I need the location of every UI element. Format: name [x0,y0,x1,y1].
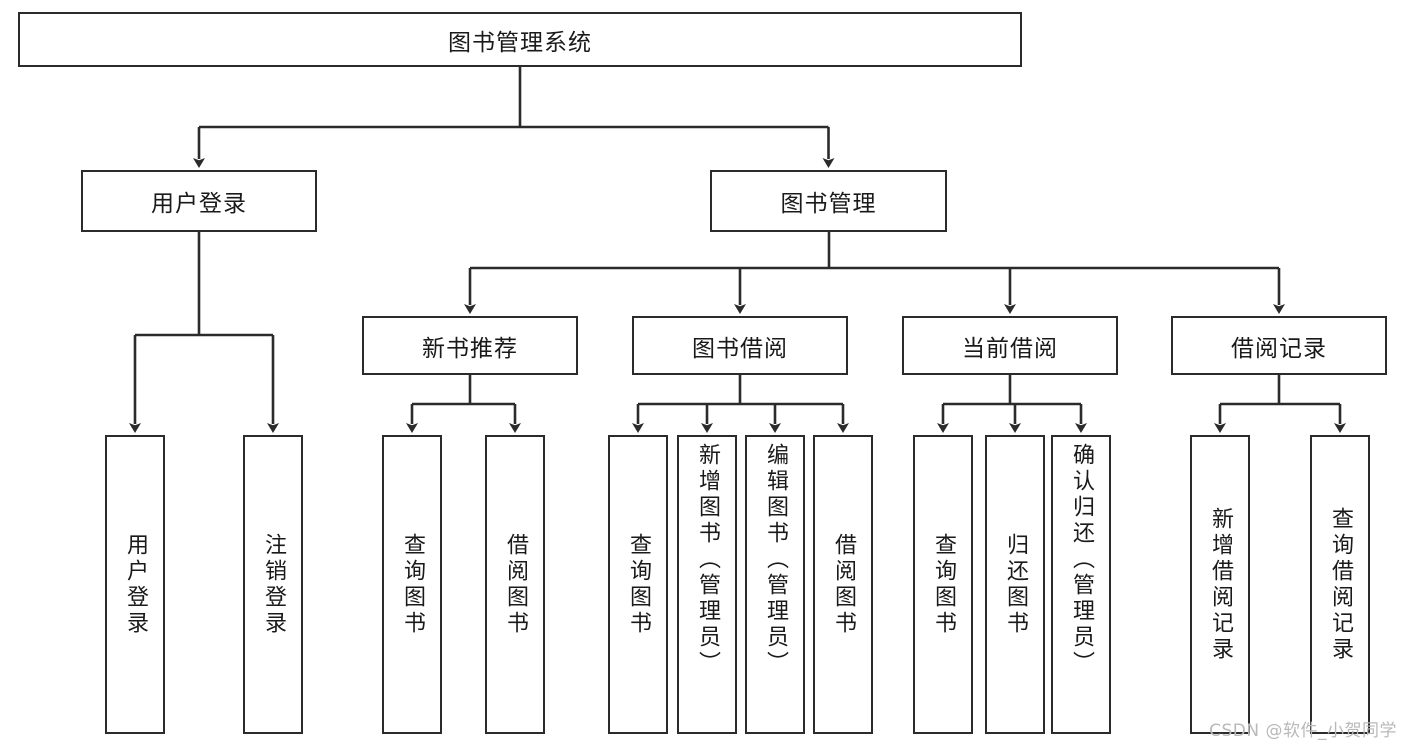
leaf-add-borrow-record[interactable]: 新增借阅记录 [1190,435,1250,734]
leaf-borrow-book-borrow-label: 借阅图书 [831,532,856,637]
leaf-logout-label: 注销登录 [261,532,286,637]
node-new-book-recommend-label: 新书推荐 [422,335,518,362]
node-root-label: 图书管理系统 [448,29,592,56]
node-book-borrow[interactable]: 图书借阅 [632,316,848,375]
leaf-edit-book-admin-label: 编辑图书（管理员） [763,443,788,677]
leaf-query-book-current-label: 查询图书 [931,532,956,637]
node-new-book-recommend[interactable]: 新书推荐 [362,316,578,375]
node-user-login[interactable]: 用户登录 [81,170,317,232]
node-user-login-label: 用户登录 [151,191,247,217]
leaf-add-borrow-record-label: 新增借阅记录 [1208,506,1233,663]
node-book-borrow-label: 图书借阅 [692,335,788,362]
leaf-borrow-book-recommend-label: 借阅图书 [503,532,528,637]
leaf-user-login[interactable]: 用户登录 [105,435,165,734]
leaf-return-book[interactable]: 归还图书 [985,435,1045,734]
leaf-confirm-return-admin[interactable]: 确认归还（管理员） [1051,435,1111,734]
leaf-query-book-borrow[interactable]: 查询图书 [608,435,668,734]
leaf-query-borrow-record-label: 查询借阅记录 [1328,506,1353,663]
leaf-return-book-label: 归还图书 [1003,532,1028,637]
leaf-borrow-book-recommend[interactable]: 借阅图书 [485,435,545,734]
leaf-logout[interactable]: 注销登录 [243,435,303,734]
node-book-manage[interactable]: 图书管理 [710,170,947,232]
leaf-confirm-return-admin-label: 确认归还（管理员） [1069,443,1094,677]
node-borrow-record-label: 借阅记录 [1231,335,1327,362]
leaf-add-book-admin[interactable]: 新增图书（管理员） [677,435,737,734]
node-book-manage-label: 图书管理 [780,191,877,217]
leaf-add-book-admin-label: 新增图书（管理员） [695,443,720,677]
node-root[interactable]: 图书管理系统 [18,12,1022,67]
leaf-edit-book-admin[interactable]: 编辑图书（管理员） [745,435,805,734]
node-current-borrow[interactable]: 当前借阅 [902,316,1118,375]
leaf-user-login-label: 用户登录 [123,532,148,637]
csdn-watermark: CSDN @软件_小贺同学 [1209,721,1397,741]
node-borrow-record[interactable]: 借阅记录 [1171,316,1387,375]
node-current-borrow-label: 当前借阅 [962,335,1058,362]
leaf-query-borrow-record[interactable]: 查询借阅记录 [1310,435,1370,734]
leaf-borrow-book-borrow[interactable]: 借阅图书 [813,435,873,734]
leaf-query-book-borrow-label: 查询图书 [626,532,651,637]
leaf-query-book-recommend-label: 查询图书 [400,532,425,637]
leaf-query-book-current[interactable]: 查询图书 [913,435,973,734]
leaf-query-book-recommend[interactable]: 查询图书 [382,435,442,734]
